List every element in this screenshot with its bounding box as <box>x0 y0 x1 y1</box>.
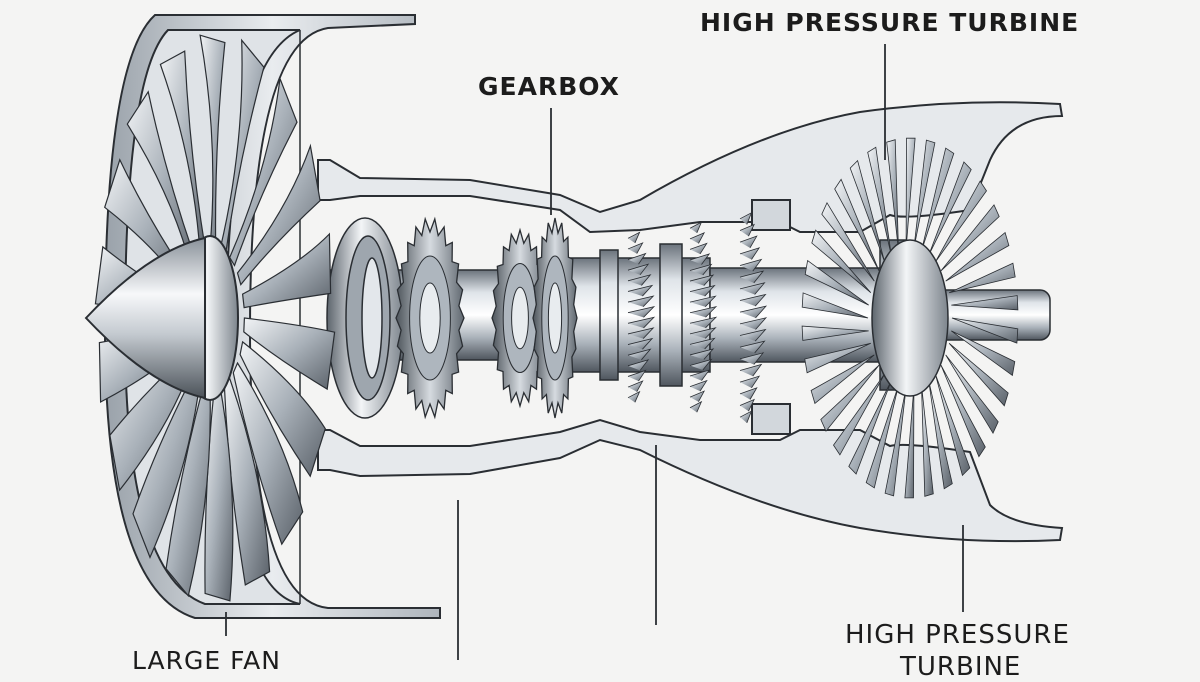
compressor-stages <box>627 211 768 423</box>
nose-cone <box>84 235 239 401</box>
fan-blade <box>199 34 226 250</box>
hpt-blade <box>913 139 936 249</box>
fan-blade <box>126 90 198 275</box>
gear-2 <box>491 227 549 409</box>
hpt-blade <box>833 373 886 456</box>
hpt-blade <box>804 259 869 306</box>
hpt-blade <box>945 354 999 435</box>
hpt-blade <box>865 385 899 489</box>
fan-blade <box>239 340 326 478</box>
hpt-blade <box>928 161 972 256</box>
hpt-blade <box>921 147 955 251</box>
fan-blade <box>159 50 207 259</box>
hpt-blade <box>945 231 1010 282</box>
hpt-blade <box>821 201 875 282</box>
hpt-blade <box>951 330 1016 377</box>
gear-3 <box>532 217 578 419</box>
hpt-blade <box>951 295 1019 311</box>
high-pressure-turbine <box>801 137 1019 499</box>
hpt-blade <box>886 139 899 251</box>
bearing-ring <box>326 217 404 419</box>
label-high-pressure-turbine-bottom-line1: HIGH PRESSURE <box>845 620 1070 650</box>
hpt-blade <box>940 365 986 458</box>
fan-blade <box>243 317 336 391</box>
hpt-blade <box>934 180 987 263</box>
hpt-hub <box>871 239 949 397</box>
hpt-blade <box>949 262 1016 294</box>
stage-row-3 <box>739 211 768 423</box>
fan-blade <box>219 38 265 254</box>
core-flange-bottom <box>751 403 791 435</box>
label-high-pressure-turbine-top: HIGH PRESSURE TURBINE <box>700 8 1080 37</box>
label-large-fan: LARGE FAN <box>132 646 281 675</box>
core-casing <box>317 101 1064 543</box>
hpt-blade <box>849 159 886 263</box>
hpt-blade <box>948 342 1009 407</box>
gear-1 <box>395 216 465 420</box>
hpt-blade <box>905 137 916 249</box>
hpt-blade <box>904 387 915 499</box>
hpt-blade <box>804 342 871 374</box>
fan-blade <box>236 143 321 286</box>
label-high-pressure-turbine-bottom-line2: TURBINE <box>900 652 1022 682</box>
hpt-blade <box>811 229 872 294</box>
shaft-collar-2 <box>659 243 683 387</box>
hpt-blade <box>928 380 953 490</box>
stage-row-1 <box>627 231 656 403</box>
hpt-blade <box>820 364 880 432</box>
hpt-blade <box>801 325 869 341</box>
hpt-blade <box>921 385 934 497</box>
core-casing-upper <box>317 101 1064 234</box>
hpt-blade <box>848 380 892 475</box>
hpt-blade <box>940 204 1000 272</box>
fan-blade <box>232 361 304 546</box>
hpt-blade <box>951 317 1019 344</box>
fan-blade <box>229 78 298 267</box>
core-flange-top <box>751 199 791 231</box>
leader-lines <box>225 44 964 660</box>
shaft-collar-1 <box>599 249 619 381</box>
fan-blade <box>132 369 201 559</box>
label-gearbox: GEARBOX <box>478 72 620 101</box>
hpt-blade <box>867 146 892 256</box>
hpt-blade <box>934 373 971 477</box>
hpt-blade <box>834 178 880 271</box>
gearbox-gears <box>395 216 578 420</box>
spinner-cone <box>84 236 206 400</box>
hpt-blade <box>884 387 907 497</box>
hpt-blade <box>810 354 875 405</box>
fan-blade <box>241 232 332 309</box>
fan-blade <box>165 382 211 598</box>
stage-row-2 <box>689 221 718 413</box>
hpt-blade <box>801 292 869 319</box>
core-casing-lower <box>317 418 1064 543</box>
